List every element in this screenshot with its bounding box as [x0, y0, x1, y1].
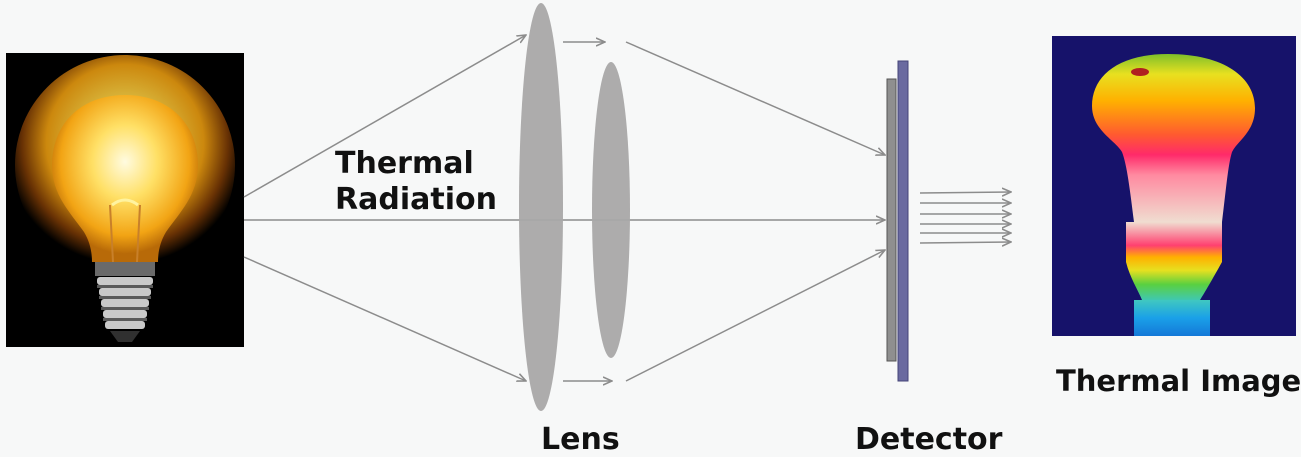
signal-output-arrows [919, 192, 1011, 243]
thermal-radiation-label: Thermal Radiation [335, 146, 497, 218]
thermal-radiation-rays [243, 35, 885, 381]
thermal-radiation-label-line1: Thermal [335, 146, 474, 181]
thermal-image-label: Thermal Image [1056, 364, 1301, 398]
detector [886, 60, 909, 382]
lens [519, 3, 630, 411]
thermal-image [1052, 36, 1296, 336]
light-bulb-image [6, 53, 244, 347]
detector-label: Detector [855, 422, 1003, 457]
thermal-radiation-label-line2: Radiation [335, 182, 497, 217]
lens-label: Lens [541, 422, 620, 457]
